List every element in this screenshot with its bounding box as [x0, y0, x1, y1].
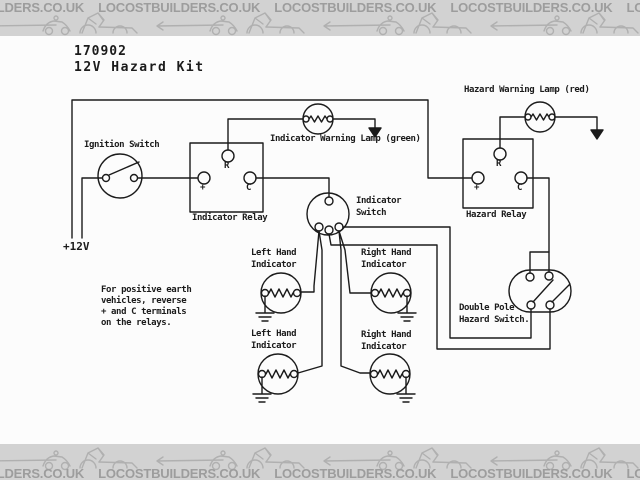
top-banner-text-row: LOCOSTBUILDERS.CO.UK LOCOSTBUILDERS.CO.U…: [0, 0, 640, 15]
banner-text: LOCOSTBUILDERS.CO.UK: [98, 466, 261, 480]
right-hand-indicator-lower-symbol: [370, 354, 415, 402]
double-pole-hazard-switch-label: Double Pole Hazard Switch.: [459, 303, 530, 325]
hazard-relay-terminal-plus: +: [474, 183, 480, 193]
ignition-switch-symbol: [98, 154, 198, 198]
hazard-interconnect-wires: [329, 227, 550, 349]
indicator-relay-terminal-c: C: [246, 183, 252, 193]
indicator-switch-symbol: [307, 193, 349, 235]
indicator-relay-terminal-plus: +: [200, 183, 206, 193]
banner-text: LOCOSTBUILDERS.CO.UK: [274, 466, 437, 480]
left-hand-indicator-lower-label: Left Hand Indicator: [251, 329, 297, 351]
car-logo-icon: [0, 12, 138, 36]
car-logo-icon: [323, 447, 472, 471]
car-logo-icon: [156, 12, 305, 36]
banner-text: LOCOSTBUILDERS.CO.UK: [98, 0, 261, 15]
banner-text: LOCOSTBUILDERS.CO.UK: [626, 466, 640, 480]
hazard-relay-terminal-r: R: [496, 159, 502, 169]
indicator-relay-label: Indicator Relay: [192, 213, 268, 223]
hazard-relay-terminal-c: C: [517, 183, 523, 193]
banner-text: LOCOSTBUILDERS.CO.UK: [450, 0, 613, 15]
top-banner-cars-row: [0, 10, 640, 36]
positive-earth-note: For positive earth vehicles, reverse + a…: [101, 285, 192, 328]
hazard-warning-lamp-symbol: [525, 102, 603, 139]
hazard-warning-lamp-label: Hazard Warning Lamp (red): [464, 85, 590, 95]
ignition-switch-label: Ignition Switch: [84, 140, 160, 150]
car-logo-icon: [490, 12, 639, 36]
hazard-relay-label: Hazard Relay: [466, 210, 527, 220]
right-hand-indicator-lower-label: Right Hand Indicator: [361, 330, 412, 352]
right-hand-indicator-upper-label: Right Hand Indicator: [361, 248, 412, 270]
banner-text: LOCOSTBUILDERS.CO.UK: [626, 0, 640, 15]
left-hand-indicator-lower-symbol: [253, 354, 298, 402]
bottom-banner-cars-row: [0, 445, 640, 471]
left-hand-indicator-upper-symbol: [256, 273, 301, 321]
double-pole-hazard-switch-symbol: [509, 270, 571, 312]
banner-text: LOCOSTBUILDERS.CO.UK: [0, 466, 85, 480]
lamp-feed-wires: [298, 231, 371, 373]
indicator-warning-lamp-label: Indicator Warning Lamp (green): [270, 134, 421, 144]
top-watermark-banner: LOCOSTBUILDERS.CO.UK LOCOSTBUILDERS.CO.U…: [0, 0, 640, 36]
bottom-watermark-banner: LOCOSTBUILDERS.CO.UK LOCOSTBUILDERS.CO.U…: [0, 444, 640, 480]
car-logo-icon: [156, 447, 305, 471]
left-hand-indicator-upper-label: Left Hand Indicator: [251, 248, 297, 270]
supply-12v-label: +12V: [63, 240, 90, 253]
supply-wires: [72, 100, 472, 238]
part-number: 170902: [74, 44, 127, 59]
car-logo-icon: [323, 12, 472, 36]
page-title: 12V Hazard Kit: [74, 60, 205, 75]
banner-text: LOCOSTBUILDERS.CO.UK: [0, 0, 85, 15]
indicator-warning-lamp-symbol: [303, 104, 381, 137]
indicator-relay-symbol: [190, 119, 329, 212]
hazard-relay-symbol: [463, 117, 549, 273]
car-logo-icon: [0, 447, 138, 471]
car-logo-icon: [490, 447, 639, 471]
indicator-switch-label: Indicator Switch: [356, 196, 402, 218]
indicator-relay-terminal-r: R: [224, 161, 230, 171]
right-hand-indicator-upper-symbol: [371, 273, 416, 321]
banner-text: LOCOSTBUILDERS.CO.UK: [274, 0, 437, 15]
banner-text: LOCOSTBUILDERS.CO.UK: [450, 466, 613, 480]
bottom-banner-text-row: LOCOSTBUILDERS.CO.UK LOCOSTBUILDERS.CO.U…: [0, 466, 640, 480]
